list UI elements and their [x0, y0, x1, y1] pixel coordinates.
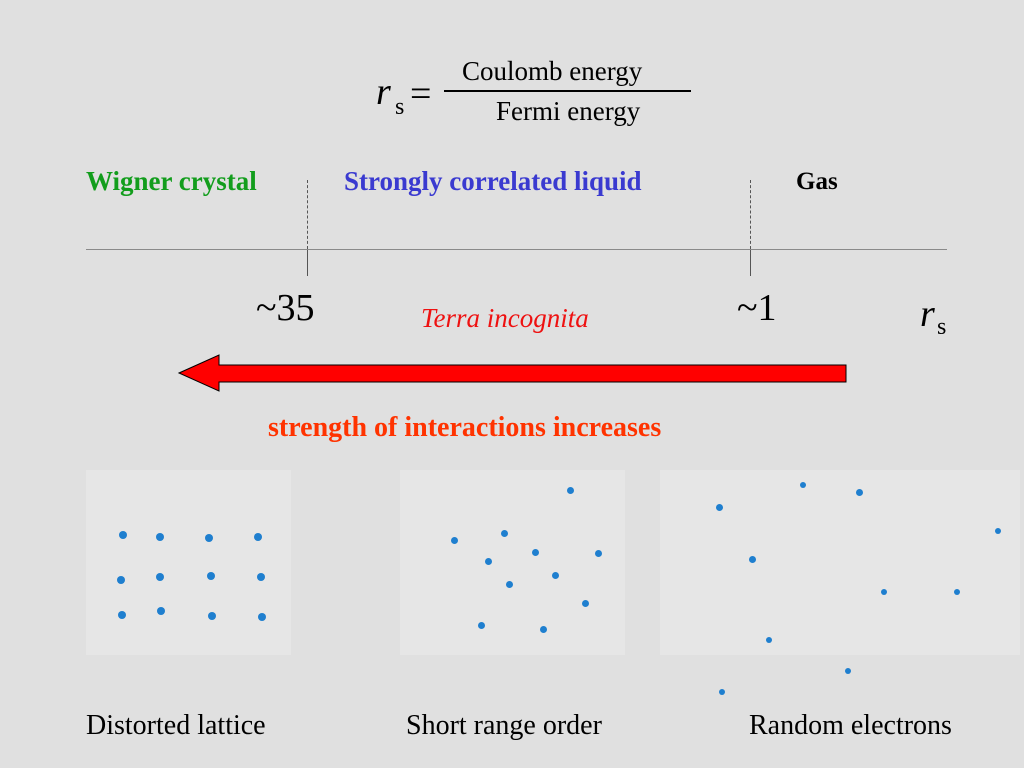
panel-short-range-order: [400, 470, 625, 655]
electron-dot: [208, 612, 216, 620]
electron-dot: [156, 533, 164, 541]
electron-dot: [719, 689, 725, 695]
fraction-bar: [444, 90, 691, 92]
electron-dot: [856, 489, 863, 496]
interaction-strength-caption: strength of interactions increases: [268, 412, 662, 443]
electron-dot: [157, 607, 165, 615]
region-correlated-liquid: Strongly correlated liquid: [344, 166, 642, 196]
region-gas: Gas: [796, 168, 838, 195]
formula-denominator: Fermi energy: [496, 96, 641, 126]
axis-rs-symbol: r: [920, 293, 935, 335]
electron-dot: [582, 600, 589, 607]
caption-short-range-order: Short range order: [406, 710, 602, 741]
electron-dot: [749, 556, 756, 563]
electron-dot: [567, 487, 574, 494]
arrow-shape: [177, 354, 847, 392]
electron-dot: [800, 482, 806, 488]
electron-dot: [207, 572, 215, 580]
electron-dot: [478, 622, 485, 629]
interaction-strength-arrow: [177, 354, 847, 392]
electron-dot: [540, 626, 547, 633]
rs-axis-line: [86, 249, 947, 250]
electron-dot: [532, 549, 539, 556]
electron-dot: [716, 504, 723, 511]
region-wigner-crystal: Wigner crystal: [86, 166, 257, 196]
electron-dot: [501, 530, 508, 537]
electron-dot: [595, 550, 602, 557]
panel-random-electrons: [660, 470, 1020, 655]
electron-dot: [766, 637, 772, 643]
electron-dot: [118, 611, 126, 619]
tick-35: [307, 250, 308, 276]
electron-dot: [845, 668, 851, 674]
caption-random-electrons: Random electrons: [749, 710, 952, 741]
electron-dot: [258, 613, 266, 621]
electron-dot: [156, 573, 164, 581]
electron-dot: [881, 589, 887, 595]
electron-dot: [205, 534, 213, 542]
formula-rs-subscript: s: [395, 94, 405, 120]
tick-label-1: ~1: [737, 287, 777, 329]
electron-dot: [954, 589, 960, 595]
tick-label-35: ~35: [256, 287, 315, 329]
terra-incognita-label: Terra incognita: [421, 303, 589, 333]
tick-1: [750, 250, 751, 276]
electron-dot: [552, 572, 559, 579]
electron-dot: [506, 581, 513, 588]
caption-distorted-lattice: Distorted lattice: [86, 710, 266, 741]
formula-equals: =: [410, 73, 432, 115]
formula-rs-symbol: r: [376, 71, 391, 113]
electron-dot: [995, 528, 1001, 534]
boundary-dashed-1: [750, 180, 751, 249]
panel-distorted-lattice: [86, 470, 291, 655]
boundary-dashed-35: [307, 180, 308, 249]
electron-dot: [257, 573, 265, 581]
electron-dot: [451, 537, 458, 544]
electron-dot: [119, 531, 127, 539]
electron-dot: [117, 576, 125, 584]
axis-rs-subscript: s: [937, 314, 947, 340]
formula-numerator: Coulomb energy: [462, 56, 643, 86]
electron-dot: [485, 558, 492, 565]
electron-dot: [254, 533, 262, 541]
